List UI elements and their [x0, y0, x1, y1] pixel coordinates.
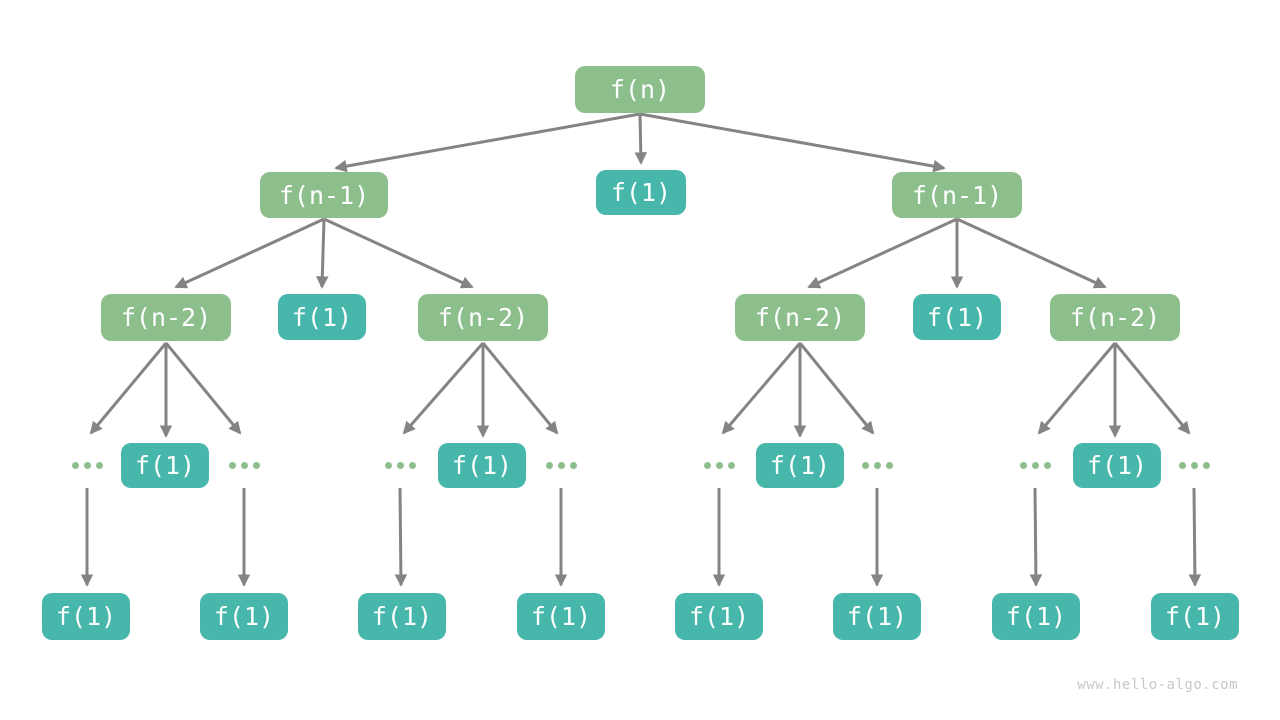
tree-edge-arrow [89, 342, 168, 435]
tree-edge-arrow [164, 342, 242, 435]
ellipsis-dots-6 [862, 462, 893, 469]
tree-node-fn1-left: f(n-1) [260, 172, 388, 218]
tree-node-f1-lvl4-1: f(1) [121, 443, 209, 488]
ellipsis-dot [546, 462, 553, 469]
ellipsis-dot [72, 462, 79, 469]
tree-node-fn: f(n) [575, 66, 705, 113]
ellipsis-dots-8 [1179, 462, 1210, 469]
tree-node-f1-lvl3-2: f(1) [913, 294, 1001, 340]
tree-edge-arrow [1188, 487, 1202, 587]
tree-node-f1-leaf-6: f(1) [833, 593, 921, 640]
ellipsis-dots-4 [546, 462, 577, 469]
ellipsis-dots-5 [704, 462, 735, 469]
tree-edge-arrow [807, 217, 958, 289]
ellipsis-dot [716, 462, 723, 469]
tree-node-fn1-right: f(n-1) [892, 172, 1022, 218]
ellipsis-dot [1191, 462, 1198, 469]
ellipsis-dot [558, 462, 565, 469]
ellipsis-dot [409, 462, 416, 469]
ellipsis-dot [1044, 462, 1051, 469]
tree-edge-arrow [316, 218, 329, 289]
ellipsis-dot [1179, 462, 1186, 469]
ellipsis-dot [253, 462, 260, 469]
ellipsis-dots-3 [385, 462, 416, 469]
tree-node-f1-leaf-7: f(1) [992, 593, 1080, 640]
tree-node-f1-lvl4-3: f(1) [756, 443, 844, 488]
tree-node-f1-leaf-4: f(1) [517, 593, 605, 640]
tree-node-f1-lvl2: f(1) [596, 170, 686, 215]
tree-node-f1-leaf-8: f(1) [1151, 593, 1239, 640]
ellipsis-dot [886, 462, 893, 469]
ellipsis-dots-2 [229, 462, 260, 469]
ellipsis-dot [96, 462, 103, 469]
tree-edge-arrow [956, 217, 1107, 289]
tree-node-f1-lvl4-4: f(1) [1073, 443, 1161, 488]
tree-edge-arrow [394, 487, 408, 587]
tree-edge-arrow [402, 342, 485, 435]
tree-node-f1-leaf-5: f(1) [675, 593, 763, 640]
tree-edge-arrow [481, 342, 559, 435]
ellipsis-dot [1203, 462, 1210, 469]
ellipsis-dot [84, 462, 91, 469]
watermark-text: www.hello-algo.com [1077, 677, 1238, 693]
tree-edge-arrow [334, 112, 641, 173]
tree-edge-arrow [1113, 342, 1191, 435]
tree-edge-arrow [721, 342, 802, 435]
ellipsis-dot [570, 462, 577, 469]
tree-node-f1-lvl3-1: f(1) [278, 294, 366, 340]
ellipsis-dot [874, 462, 881, 469]
tree-node-fn2-3: f(n-2) [735, 294, 865, 341]
tree-node-fn2-1: f(n-2) [101, 294, 231, 341]
tree-node-fn2-4: f(n-2) [1050, 294, 1180, 341]
tree-edge-arrow [634, 113, 648, 165]
tree-edge-arrow [323, 217, 474, 289]
tree-edge-arrow [174, 217, 325, 289]
ellipsis-dot [397, 462, 404, 469]
ellipsis-dot [862, 462, 869, 469]
ellipsis-dots-1 [72, 462, 103, 469]
tree-node-f1-leaf-2: f(1) [200, 593, 288, 640]
ellipsis-dot [241, 462, 248, 469]
tree-node-f1-lvl4-2: f(1) [438, 443, 526, 488]
ellipsis-dot [1032, 462, 1039, 469]
tree-edge-arrow [639, 112, 946, 173]
tree-node-f1-leaf-3: f(1) [358, 593, 446, 640]
ellipsis-dot [229, 462, 236, 469]
ellipsis-dot [728, 462, 735, 469]
ellipsis-dot [704, 462, 711, 469]
tree-edge-arrow [798, 342, 875, 435]
tree-node-fn2-2: f(n-2) [418, 294, 548, 341]
tree-edge-arrow [1037, 342, 1117, 435]
tree-edge-arrow [1029, 487, 1043, 587]
ellipsis-dots-7 [1020, 462, 1051, 469]
ellipsis-dot [385, 462, 392, 469]
tree-node-f1-leaf-1: f(1) [42, 593, 130, 640]
ellipsis-dot [1020, 462, 1027, 469]
